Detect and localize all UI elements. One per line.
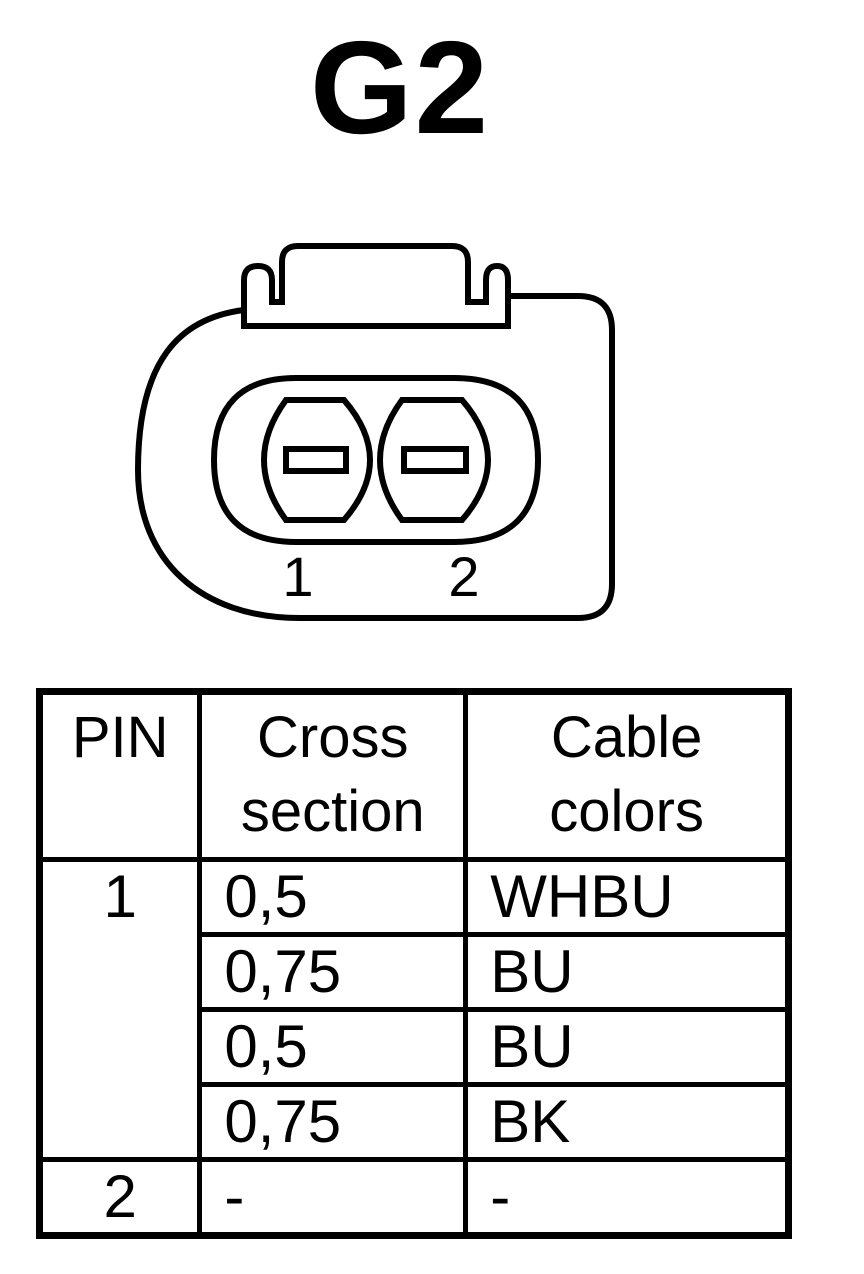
cross-section-cell: 0,5 [197, 1007, 469, 1087]
connector-housing [134, 243, 615, 621]
locking-tab [241, 243, 511, 329]
table-row: 0,75 BU [40, 932, 791, 1012]
pin-number-cell: 1 [36, 857, 203, 1162]
cross-section-cell: 0,5 [197, 857, 469, 937]
table-row: 1 0,5 WHBU [36, 857, 791, 1162]
table-header-row: PIN Cross section Cable colors [36, 689, 791, 862]
cross-section-cell: 0,75 [197, 1082, 469, 1162]
cable-color-cell: BU [463, 932, 791, 1012]
cable-color-cell: - [463, 1157, 791, 1238]
pin-assignment-table: PIN Cross section Cable colors 1 0,5 WHB… [36, 688, 792, 1239]
connector-diagram: 1 2 [134, 243, 615, 621]
header-cable-colors-line-1: Cable [550, 705, 703, 770]
header-cross-section: Cross section [197, 689, 469, 862]
cross-section-cell: - [197, 1157, 469, 1238]
cable-color-cell: BK [463, 1082, 791, 1162]
pin-cavity [210, 375, 542, 545]
connector-title: G2 [309, 14, 491, 161]
pin-2-label: 2 [448, 545, 479, 608]
cable-color-cell: BU [463, 1007, 791, 1087]
table-row: 0,5 BU [40, 1007, 791, 1087]
pin-number-cell: 2 [36, 1157, 203, 1238]
cable-color-cell: WHBU [463, 857, 791, 937]
header-cable-colors: Cable colors [463, 689, 791, 862]
table-row: 2 - - [36, 1157, 791, 1238]
header-cross-section-line-1: Cross [257, 705, 409, 770]
table-row: 0,75 BK [40, 1082, 791, 1162]
header-cable-colors-line-2: colors [549, 779, 704, 844]
pin-2-contact [376, 397, 492, 523]
cross-section-cell: 0,75 [197, 932, 469, 1012]
header-cross-section-line-2: section [240, 779, 425, 844]
header-pin: PIN [36, 689, 203, 862]
pin-1-label: 1 [282, 545, 313, 608]
pin-1-contact [260, 397, 374, 523]
housing-outline [134, 293, 615, 621]
